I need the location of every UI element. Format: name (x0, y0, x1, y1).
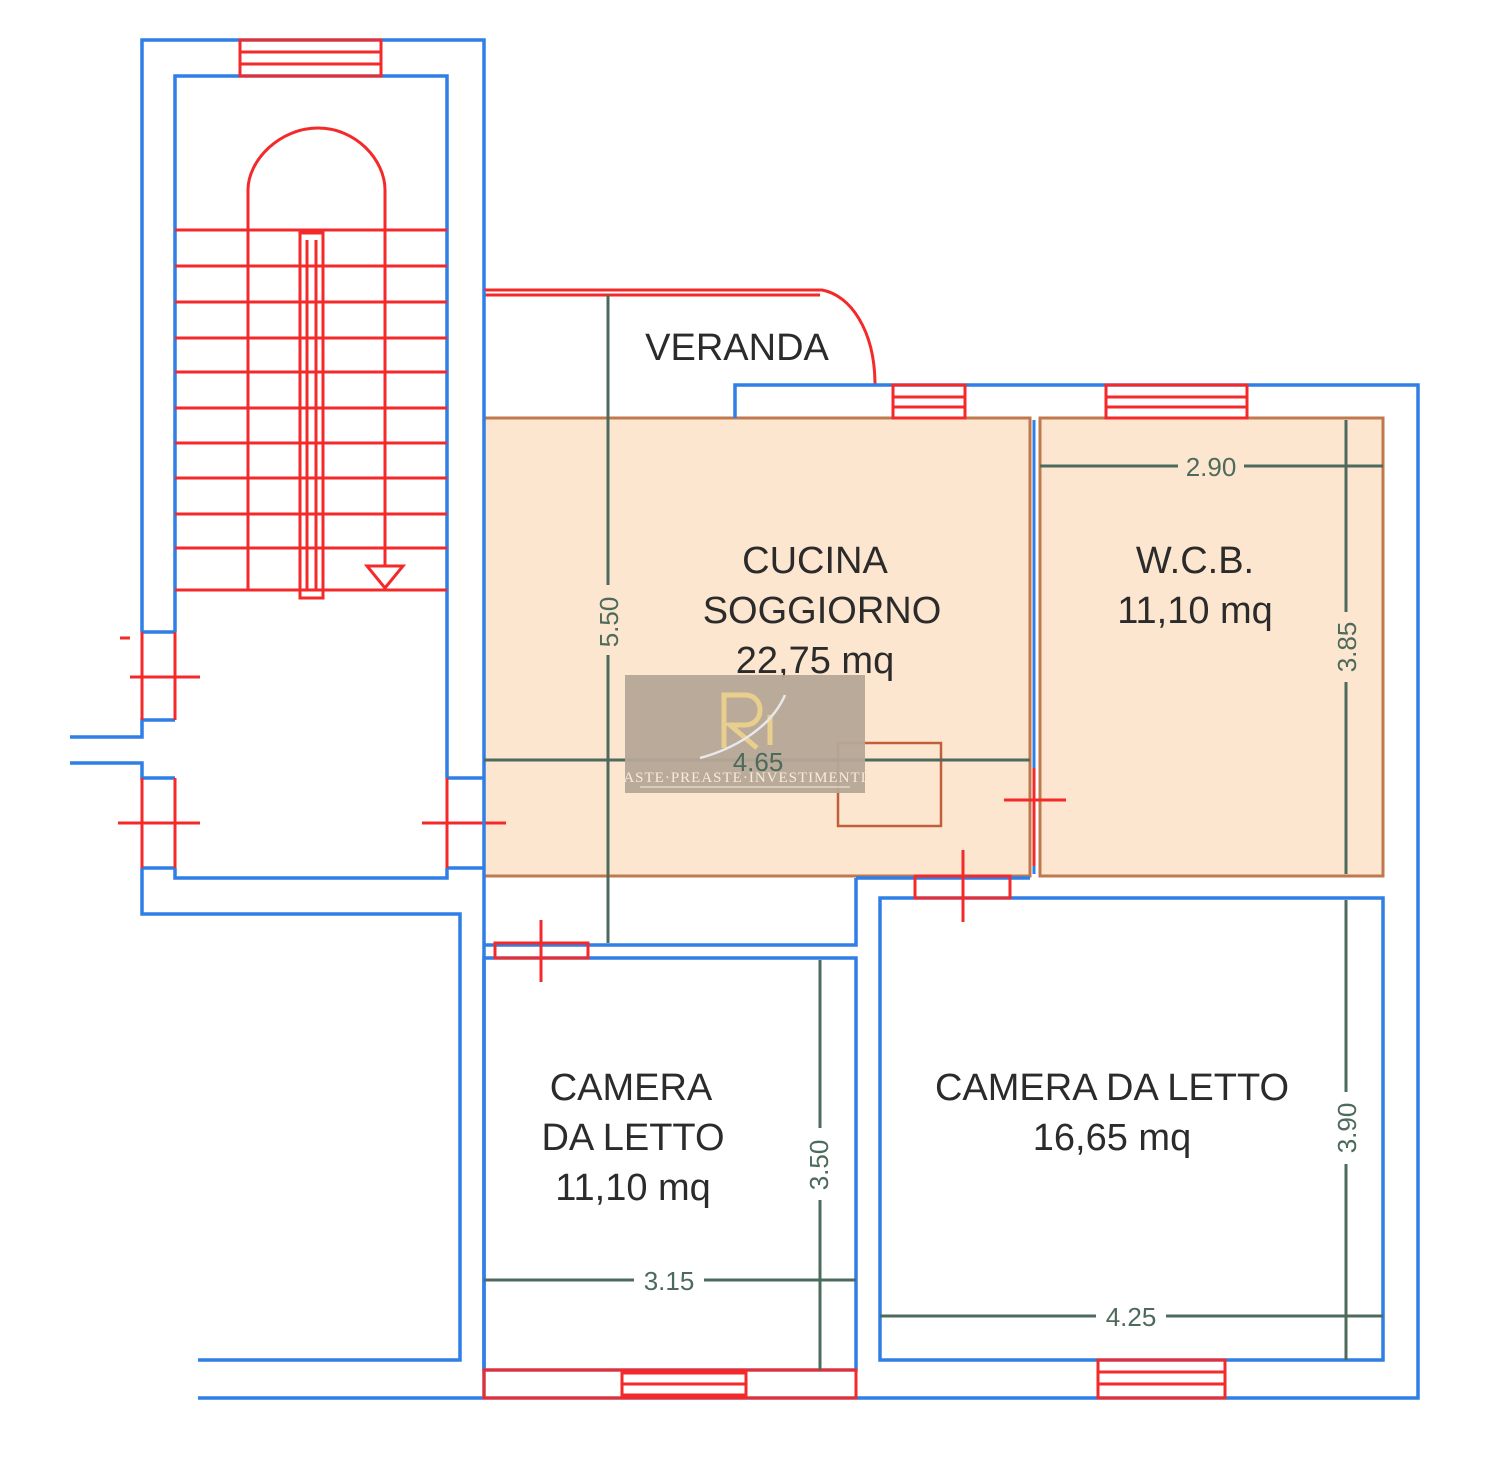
stairwell-window (238, 38, 383, 78)
watermark-text: ASTE·PREASTE·INVESTIMENTI (623, 770, 866, 786)
camera1-label-line2: DA LETTO (541, 1117, 724, 1159)
dim-veranda-height: 5.50 (594, 597, 624, 648)
dim-camera2-height: 3.90 (1332, 1103, 1362, 1154)
veranda-outline (484, 288, 877, 386)
dim-cucina-width: 4.65 (733, 747, 784, 777)
staircase (175, 126, 447, 600)
dim-camera2-width: 4.25 (1106, 1302, 1157, 1332)
camera1-label-line1: CAMERA (550, 1067, 713, 1109)
dim-camera1-height: 3.50 (804, 1140, 834, 1191)
dimension-labels: 5.50 2.90 3.85 3.50 3.15 3.90 4.25 (590, 450, 1364, 1332)
camera1-area: 11,10 mq (555, 1167, 711, 1209)
stairwell-walls (70, 38, 486, 1362)
stairwell-doors (118, 632, 506, 868)
camera2-label: CAMERA DA LETTO (935, 1067, 1289, 1109)
cucina-label-line1: CUCINA (742, 540, 888, 582)
cucina-area (482, 416, 1032, 878)
stair-direction-arrow-icon (363, 564, 407, 591)
dim-camera1-width: 3.15 (644, 1266, 695, 1296)
veranda-label: VERANDA (645, 327, 829, 369)
watermark: 4.65 ASTE·PREASTE·INVESTIMENTI (623, 675, 866, 793)
watermark-logo-icon (721, 692, 763, 750)
apartment-openings (482, 383, 1249, 1400)
dim-wcb-height: 3.85 (1332, 622, 1362, 673)
wcb-area (1038, 416, 1385, 878)
wcb-label: W.C.B. (1136, 540, 1254, 582)
camera2-area: 16,65 mq (1033, 1117, 1191, 1159)
cucina-label-line2: SOGGIORNO (703, 590, 942, 632)
wcb-area: 11,10 mq (1117, 590, 1273, 632)
dim-wcb-width: 2.90 (1186, 452, 1237, 482)
